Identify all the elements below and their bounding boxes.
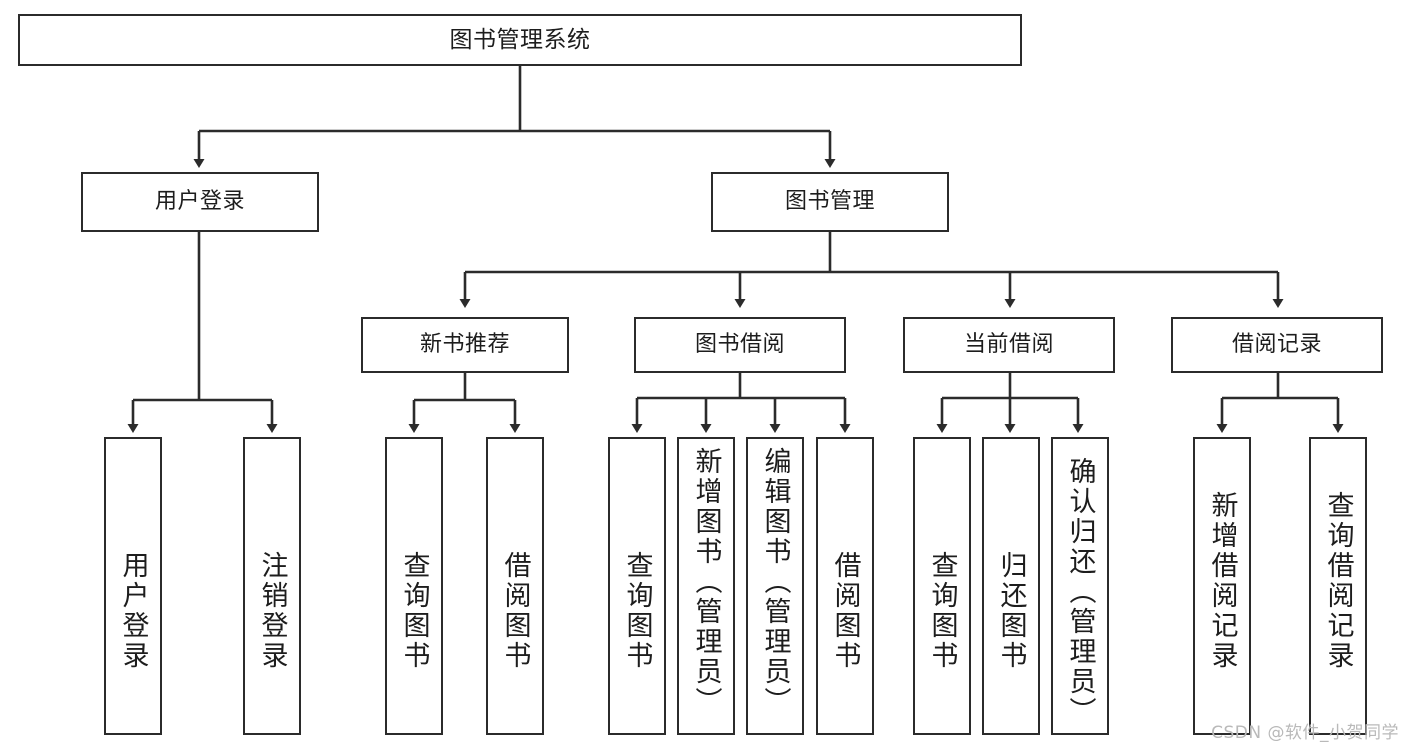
leaf-logout[interactable]: 注销登录 xyxy=(243,437,301,735)
leaf-confirm-return-admin[interactable]: 确认归还（管理员） xyxy=(1051,437,1109,735)
leaf-query-book-current[interactable]: 查询图书 xyxy=(913,437,971,735)
node-book-borrow[interactable]: 图书借阅 xyxy=(634,317,846,373)
leaf-borrow-book[interactable]: 借阅图书 xyxy=(816,437,874,735)
node-label: 图书借阅 xyxy=(694,332,785,358)
node-label: 查询图书 xyxy=(926,551,958,671)
node-label: 新增借阅记录 xyxy=(1206,491,1238,671)
leaf-return-book[interactable]: 归还图书 xyxy=(982,437,1040,735)
leaf-query-book-borrow[interactable]: 查询图书 xyxy=(608,437,666,735)
leaf-query-book-recommend[interactable]: 查询图书 xyxy=(385,437,443,735)
node-label: 注销登录 xyxy=(256,551,288,671)
node-label: 借阅记录 xyxy=(1231,332,1322,358)
node-label: 图书管理系统 xyxy=(449,26,591,53)
node-borrow-record[interactable]: 借阅记录 xyxy=(1171,317,1383,373)
node-label: 新书推荐 xyxy=(419,332,510,358)
node-label: 借阅图书 xyxy=(499,551,531,671)
node-label: 编辑图书（管理员） xyxy=(759,447,791,717)
node-root-book-management-system[interactable]: 图书管理系统 xyxy=(18,14,1022,66)
node-label: 查询借阅记录 xyxy=(1322,491,1354,671)
node-label: 借阅图书 xyxy=(829,551,861,671)
leaf-add-borrow-record[interactable]: 新增借阅记录 xyxy=(1193,437,1251,735)
leaf-edit-book-admin[interactable]: 编辑图书（管理员） xyxy=(746,437,804,735)
node-new-book-recommend[interactable]: 新书推荐 xyxy=(361,317,569,373)
node-label: 用户登录 xyxy=(154,189,245,215)
node-label: 查询图书 xyxy=(621,551,653,671)
node-label: 新增图书（管理员） xyxy=(690,447,722,717)
leaf-add-book-admin[interactable]: 新增图书（管理员） xyxy=(677,437,735,735)
node-label: 当前借阅 xyxy=(963,332,1054,358)
node-label: 归还图书 xyxy=(995,551,1027,671)
node-user-login[interactable]: 用户登录 xyxy=(81,172,319,232)
node-label: 查询图书 xyxy=(398,551,430,671)
node-label: 图书管理 xyxy=(784,189,875,215)
watermark: CSDN @软件_小贺同学 xyxy=(1211,723,1399,743)
node-book-management[interactable]: 图书管理 xyxy=(711,172,949,232)
leaf-user-login[interactable]: 用户登录 xyxy=(104,437,162,735)
node-label: 确认归还（管理员） xyxy=(1064,457,1096,727)
leaf-borrow-book-recommend[interactable]: 借阅图书 xyxy=(486,437,544,735)
leaf-query-borrow-record[interactable]: 查询借阅记录 xyxy=(1309,437,1367,735)
node-current-borrow[interactable]: 当前借阅 xyxy=(903,317,1115,373)
node-label: 用户登录 xyxy=(117,551,149,671)
